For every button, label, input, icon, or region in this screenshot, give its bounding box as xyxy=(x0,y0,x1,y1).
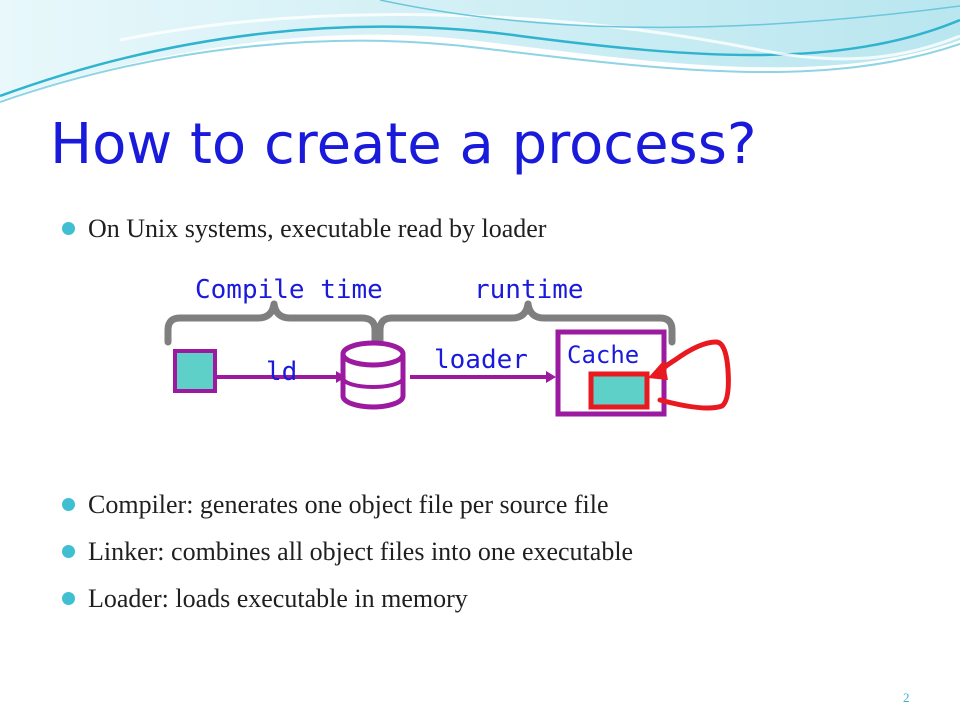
compile-time-label: Compile time xyxy=(195,275,383,305)
loader-label: loader xyxy=(434,345,528,375)
compile-time-brace xyxy=(164,300,379,346)
slide-title: How to create a process? xyxy=(50,112,757,177)
runtime-brace xyxy=(376,300,676,346)
bullet-dot-icon xyxy=(62,498,75,511)
cache-loop-arrowhead xyxy=(648,360,668,380)
runtime-label: runtime xyxy=(474,275,584,305)
ld-label: ld xyxy=(266,357,297,387)
bullet-text: Linker: combines all object files into o… xyxy=(88,537,634,566)
source-file-box xyxy=(173,349,217,393)
executable-disk-icon xyxy=(340,340,406,410)
bullet-text: On Unix systems, executable read by load… xyxy=(88,214,547,243)
header-banner xyxy=(0,0,960,103)
bullet-text: Compiler: generates one object file per … xyxy=(88,490,609,519)
bullet-dot-icon xyxy=(62,592,75,605)
cache-block xyxy=(588,371,650,410)
loader-arrowhead xyxy=(546,371,556,383)
bullet-text: Loader: loads executable in memory xyxy=(88,584,468,613)
bullet-dot-icon xyxy=(62,545,75,558)
cache-label: Cache xyxy=(567,341,639,369)
page-number: 2 xyxy=(903,690,910,705)
cache-loop-arrow xyxy=(655,339,731,411)
bullet-dot-icon xyxy=(62,222,75,235)
